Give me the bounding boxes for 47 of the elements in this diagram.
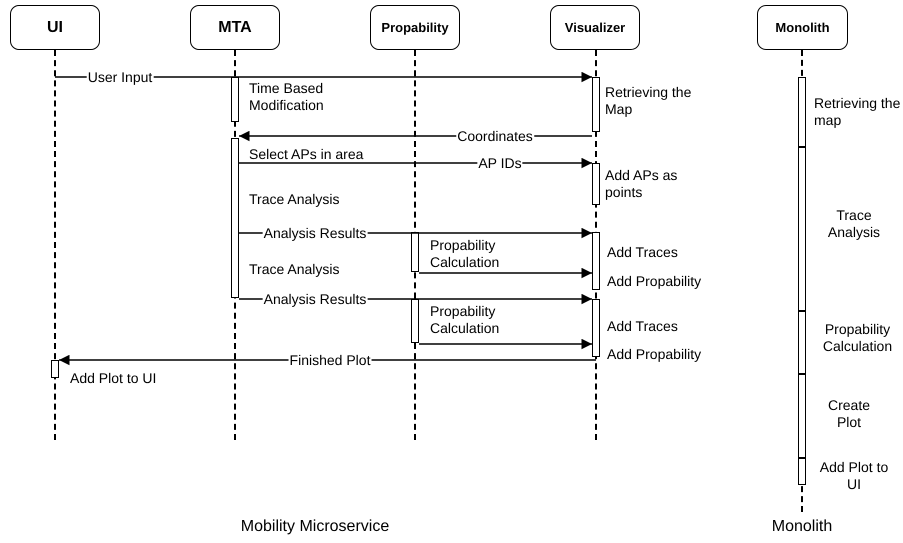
activity-note: Trace Analysis <box>249 261 340 278</box>
activation-bar <box>231 77 239 122</box>
activation-bar <box>51 360 59 378</box>
message-arrow <box>419 338 592 350</box>
activity-note: Add APs as points <box>605 167 678 201</box>
participant-box: Monolith <box>757 5 848 50</box>
activation-bar <box>592 163 600 205</box>
activity-note: Add Traces <box>607 318 678 335</box>
activation-bar <box>798 77 806 147</box>
activity-note: Trace Analysis <box>826 207 882 241</box>
activity-note: Trace Analysis <box>249 191 340 208</box>
activity-note: Propability Calculation <box>822 321 894 355</box>
activity-note: Retrieving the map <box>814 95 902 129</box>
activation-bar <box>231 138 239 298</box>
edge-label: User Input <box>86 69 154 85</box>
message-arrow <box>419 268 592 278</box>
activation-bar <box>592 299 600 357</box>
participant-box: UI <box>10 5 100 50</box>
activity-note: Add Propability <box>607 346 702 363</box>
activity-note: Create Plot <box>826 397 872 431</box>
activation-bar <box>592 232 600 290</box>
activity-note: Select APs in area <box>249 146 364 163</box>
activation-bar <box>798 458 806 485</box>
activation-bar <box>798 374 806 458</box>
group-caption: Monolith <box>772 518 832 536</box>
activity-note: Propability Calculation <box>430 303 500 337</box>
participant-box: Propability <box>370 5 460 50</box>
edge-label: Coordinates <box>456 128 534 144</box>
edge-label: Finished Plot <box>288 352 372 368</box>
activation-bar <box>798 311 806 374</box>
activity-note: Add Traces <box>607 244 678 261</box>
activity-note: Add Plot to UI <box>818 459 890 493</box>
activity-note: Add Plot to UI <box>70 370 156 387</box>
edge-label: AP IDs <box>477 155 523 171</box>
activity-note: Add Propability <box>607 273 702 290</box>
activity-note: Propability Calculation <box>430 237 500 271</box>
edge-label: Analysis Results <box>262 225 368 241</box>
participant-box: Visualizer <box>550 5 640 50</box>
edge-label: Analysis Results <box>262 291 368 307</box>
group-caption: Mobility Microservice <box>240 518 390 536</box>
activation-bar <box>411 232 419 272</box>
activation-bar <box>798 147 806 311</box>
activity-note: Retrieving the Map <box>605 84 692 118</box>
activation-bar <box>411 299 419 343</box>
activation-bar <box>592 77 600 132</box>
activity-note: Time Based Modification <box>249 80 325 114</box>
participant-box: MTA <box>190 5 280 50</box>
